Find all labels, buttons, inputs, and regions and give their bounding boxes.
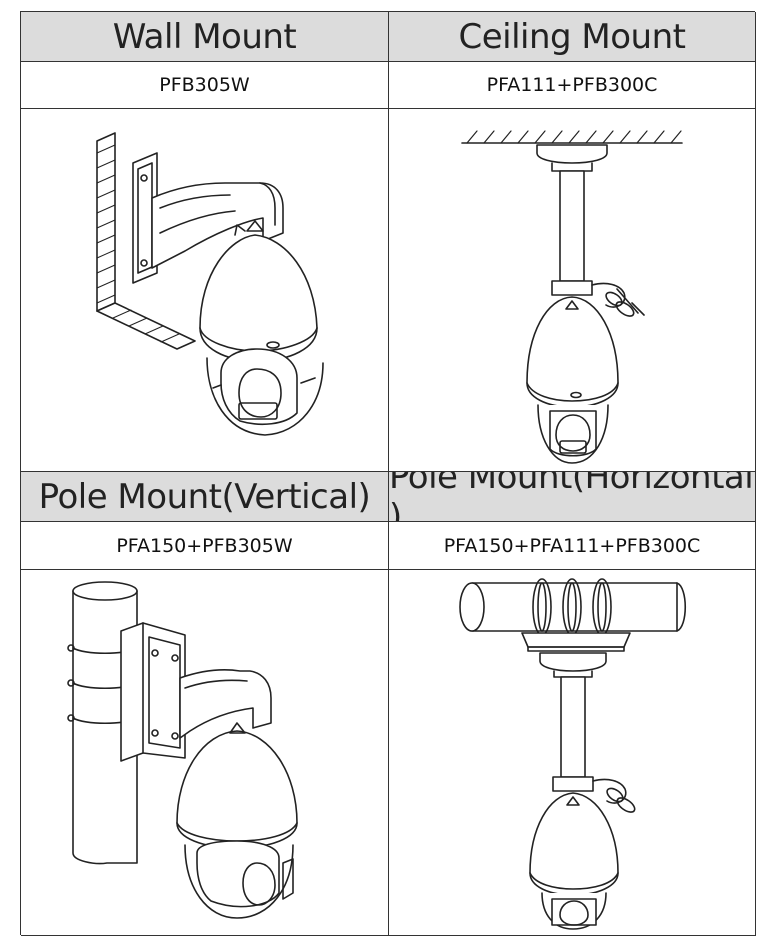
header-ceiling-mount: Ceiling Mount [389, 12, 756, 62]
horizontal-pole-mount-camera-icon [392, 573, 752, 933]
model-ceiling-mount: PFA111+PFB300C [389, 62, 756, 109]
wall-mount-camera-icon [25, 113, 385, 468]
picture-pole-mount-vertical [21, 570, 389, 936]
header-pole-mount-vertical: Pole Mount(Vertical) [21, 472, 389, 522]
picture-wall-mount [21, 109, 389, 472]
header-wall-mount: Wall Mount [21, 12, 389, 62]
picture-ceiling-mount [389, 109, 756, 472]
model-wall-mount: PFB305W [21, 62, 389, 109]
model-pole-mount-horizontal: PFA150+PFA111+PFB300C [389, 522, 756, 570]
model-pole-mount-vertical: PFA150+PFB305W [21, 522, 389, 570]
ceiling-mount-camera-icon [392, 113, 752, 468]
mount-table: Wall Mount Ceiling Mount PFB305W PFA111+… [20, 11, 756, 936]
header-pole-mount-horizontal: Pole Mount(Horizontal ) [389, 472, 756, 522]
vertical-pole-mount-camera-icon [25, 573, 385, 933]
picture-pole-mount-horizontal [389, 570, 756, 936]
